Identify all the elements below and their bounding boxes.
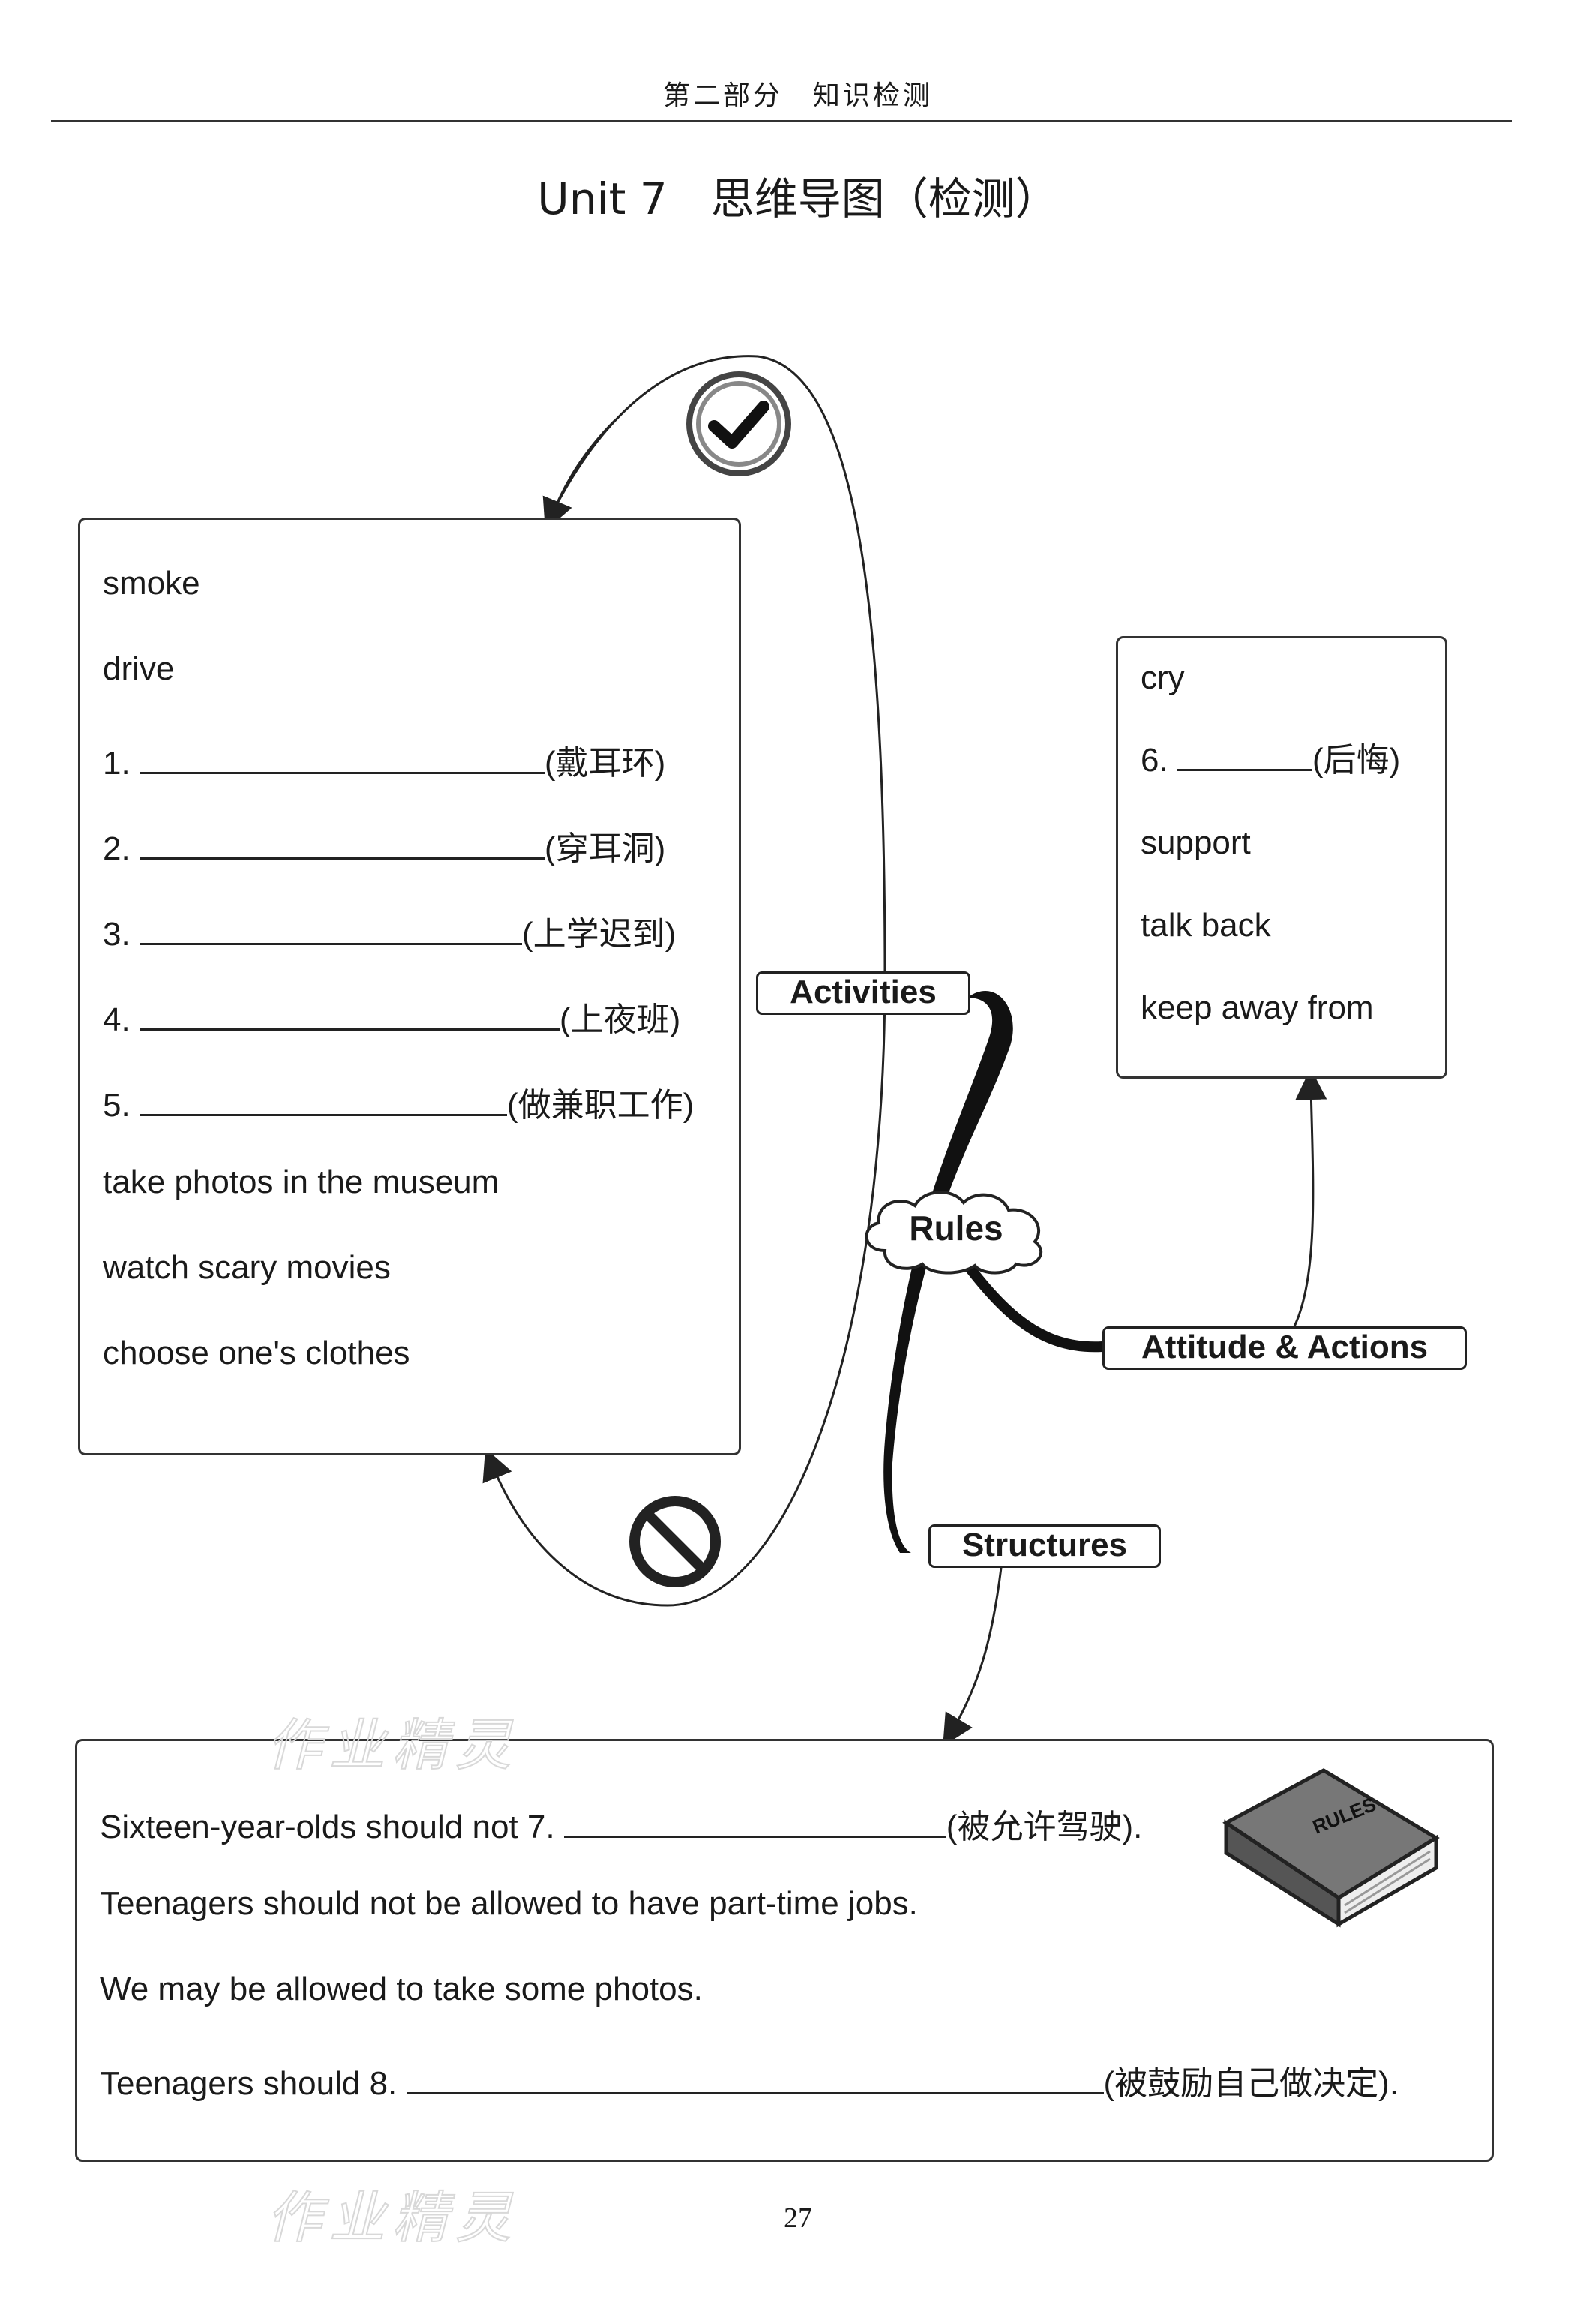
svg-text:作业精灵: 作业精灵	[266, 2186, 514, 2250]
right-list-item: support	[1141, 817, 1433, 899]
chinese-hint: (上夜班)	[559, 1001, 681, 1038]
left-list-item: drive	[103, 650, 725, 736]
header-divider	[51, 120, 1512, 122]
item-text: talk back	[1141, 907, 1271, 944]
arrow-to-right-box	[1292, 1068, 1328, 1329]
item-number: 3.	[103, 916, 140, 953]
arrow-into-left-box	[542, 419, 616, 531]
arrow-to-bottom-box	[943, 1567, 1003, 1747]
left-list-item: 3. (上学迟到)	[103, 907, 725, 992]
attitude-actions-branch-label: Attitude & Actions	[1102, 1326, 1467, 1370]
chinese-hint: (上学迟到)	[521, 916, 676, 953]
left-list-item: choose one's clothes	[103, 1335, 725, 1420]
left-list-item: 1. (戴耳环)	[103, 736, 725, 821]
right-attitude-box: cry 6. (后悔) support talk back keep away from	[1116, 636, 1448, 1079]
right-list-item: 6. (后悔)	[1141, 734, 1433, 817]
right-list-item: keep away from	[1141, 982, 1433, 1064]
structures-branch-label: Structures	[928, 1524, 1161, 1568]
rules-center-node: Rules	[909, 1209, 1004, 1248]
sentence-text: Teenagers should not be allowed to have …	[100, 1885, 918, 1922]
left-list-item: 5. (做兼职工作)	[103, 1078, 725, 1164]
left-list-item: 4. (上夜班)	[103, 992, 725, 1078]
answer-blank[interactable]	[139, 916, 522, 945]
chinese-hint: (做兼职工作)	[506, 1087, 694, 1124]
left-list-item: watch scary movies	[103, 1249, 725, 1335]
right-list-item: cry	[1141, 652, 1433, 734]
item-number: 6.	[1141, 742, 1178, 779]
rules-book-icon: RULES	[1222, 1768, 1440, 1928]
chinese-hint: (穿耳洞)	[544, 830, 666, 867]
page-title: Unit 7 思维导图（检测）	[537, 173, 1059, 224]
central-trunk	[884, 990, 1013, 1553]
left-list-item: take photos in the museum	[103, 1164, 725, 1249]
item-number: 1.	[103, 745, 140, 782]
answer-blank[interactable]	[406, 2065, 1104, 2094]
item-text: watch scary movies	[103, 1249, 391, 1286]
item-text: take photos in the museum	[103, 1164, 500, 1200]
structure-sentence: Teenagers should not be allowed to have …	[100, 1885, 1270, 1971]
left-list-item: 2. (穿耳洞)	[103, 821, 725, 907]
answer-blank[interactable]	[139, 745, 544, 774]
sentence-text: Sixteen-year-olds should not 7.	[100, 1809, 564, 1845]
sentence-text: Teenagers should 8.	[100, 2065, 406, 2102]
watermark-upper: 作业精灵	[266, 1703, 514, 1799]
structure-sentence: Teenagers should 8. (被鼓励自己做决定).	[100, 2056, 1399, 2142]
item-text: keep away from	[1141, 989, 1374, 1026]
page-number: 27	[784, 2202, 812, 2234]
chinese-hint: (被允许驾驶).	[946, 1809, 1143, 1845]
item-text: cry	[1141, 659, 1185, 696]
answer-blank[interactable]	[1177, 742, 1312, 771]
page-header: 第二部分 知识检测	[662, 80, 933, 111]
answer-blank[interactable]	[563, 1809, 946, 1838]
chinese-hint: (被鼓励自己做决定).	[1103, 2065, 1400, 2102]
answer-blank[interactable]	[139, 1001, 560, 1031]
item-number: 4.	[103, 1001, 140, 1038]
item-text: smoke	[103, 565, 200, 602]
check-circle-icon	[686, 371, 791, 476]
item-number: 2.	[103, 830, 140, 867]
item-text: choose one's clothes	[103, 1335, 410, 1371]
chinese-hint: (后悔)	[1312, 742, 1401, 779]
watermark-lower: 作业精灵	[266, 2175, 514, 2271]
right-list-item: talk back	[1141, 899, 1433, 982]
item-text: support	[1141, 824, 1251, 861]
prohibited-icon	[629, 1496, 721, 1587]
item-number: 5.	[103, 1087, 140, 1124]
answer-blank[interactable]	[139, 1087, 507, 1116]
answer-blank[interactable]	[139, 830, 544, 860]
structures-sentence-list: Sixteen-year-olds should not 7. (被允许驾驶).…	[100, 1800, 1399, 2142]
activities-branch-label: Activities	[756, 971, 970, 1015]
chinese-hint: (戴耳环)	[544, 745, 666, 782]
rules-cloud-shape	[865, 1191, 1043, 1275]
right-attitude-list: cry 6. (后悔) support talk back keep away from	[1141, 652, 1433, 1064]
item-text: drive	[103, 650, 175, 687]
sentence-text: We may be allowed to take some photos.	[100, 1971, 703, 2007]
structure-sentence: We may be allowed to take some photos.	[100, 1971, 1270, 2056]
left-list-item: smoke	[103, 565, 725, 650]
structure-sentence: Sixteen-year-olds should not 7. (被允许驾驶).	[100, 1800, 1270, 1885]
svg-text:作业精灵: 作业精灵	[266, 1713, 514, 1778]
